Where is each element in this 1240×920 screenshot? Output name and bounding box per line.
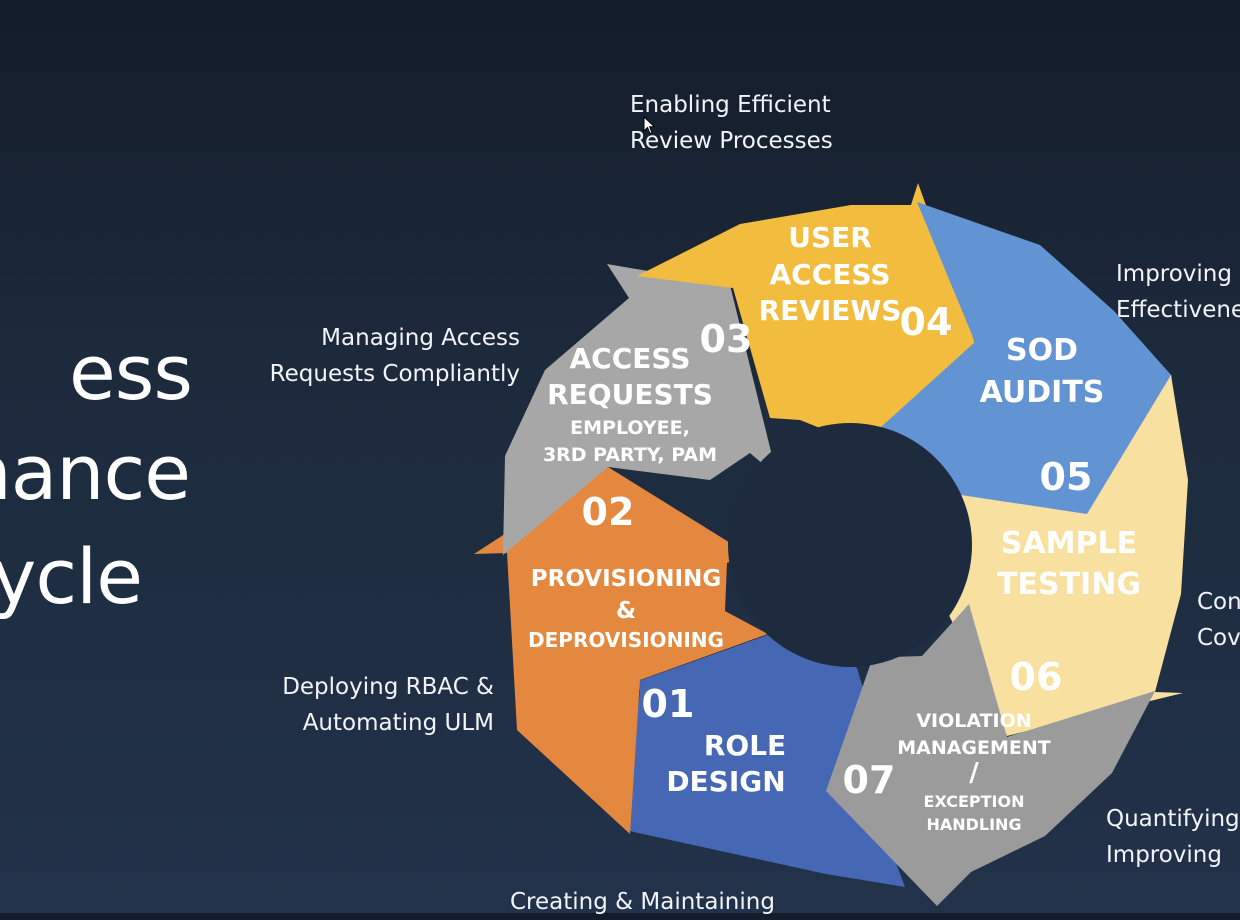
cycle-segment-06 bbox=[935, 375, 1188, 736]
caption-line: Cov bbox=[1197, 625, 1240, 651]
cycle-segment-07 bbox=[826, 604, 1155, 906]
segment-label-05: SOD bbox=[1006, 333, 1078, 368]
segment-number-07: 07 bbox=[843, 758, 896, 802]
caption-line: Creating & Maintaining bbox=[510, 889, 775, 915]
cycle-segment-05 bbox=[860, 202, 1172, 515]
segment-label-06: SAMPLE bbox=[1001, 526, 1137, 561]
title-line-1: ess bbox=[69, 328, 193, 417]
segment-label-03: ACCESS bbox=[570, 342, 691, 375]
segment-label-07: HANDLING bbox=[926, 815, 1021, 834]
caption-line: Deploying RBAC & bbox=[282, 674, 494, 700]
mouse-cursor-icon bbox=[643, 116, 656, 135]
caption-user-access-reviews: Enabling Efficient Review Processes bbox=[630, 87, 833, 159]
segment-label-07: MANAGEMENT bbox=[897, 737, 1051, 759]
caption-line: Review Processes bbox=[630, 128, 833, 154]
cycle-center-hole bbox=[728, 423, 972, 667]
cycle-segment-03 bbox=[503, 264, 777, 555]
segment-label-06: TESTING bbox=[997, 567, 1141, 602]
cycle-segment-01 bbox=[625, 627, 905, 887]
caption-line: Quantifying bbox=[1106, 806, 1240, 832]
segment-label-03: 3RD PARTY, PAM bbox=[543, 444, 717, 466]
caption-line: Automating ULM bbox=[302, 710, 494, 736]
caption-line: Managing Access bbox=[321, 325, 520, 351]
segment-label-01: ROLE bbox=[704, 729, 786, 762]
segment-label-04: ACCESS bbox=[770, 258, 891, 291]
segment-label-07: EXCEPTION bbox=[924, 792, 1025, 811]
segment-number-06: 06 bbox=[1010, 655, 1063, 699]
segment-label-07: VIOLATION bbox=[916, 710, 1031, 732]
caption-line: Improving bbox=[1106, 842, 1222, 868]
segment-label-03: EMPLOYEE, bbox=[570, 417, 690, 439]
title-line-2: nance bbox=[0, 428, 191, 517]
segment-number-02: 02 bbox=[582, 490, 635, 534]
caption-violation-management: Quantifying Improving bbox=[1106, 801, 1240, 873]
segment-number-01: 01 bbox=[642, 682, 695, 726]
segment-number-05: 05 bbox=[1040, 455, 1093, 499]
segment-label-05: AUDITS bbox=[980, 375, 1105, 410]
cycle-segment-02 bbox=[474, 467, 768, 834]
segment-label-02: DEPROVISIONING bbox=[528, 628, 724, 652]
caption-provisioning: Deploying RBAC & Automating ULM bbox=[282, 669, 494, 741]
segment-number-03: 03 bbox=[700, 317, 753, 361]
segment-label-02: & bbox=[616, 598, 636, 624]
segment-label-04: REVIEWS bbox=[759, 294, 902, 327]
segment-label-01: DESIGN bbox=[666, 765, 785, 798]
caption-sample-testing: Con Cov bbox=[1197, 584, 1240, 656]
caption-line: Effectivene bbox=[1116, 297, 1240, 323]
segment-label-03: REQUESTS bbox=[547, 378, 713, 411]
cycle-segment-04 bbox=[637, 183, 975, 451]
caption-role-design: Creating & Maintaining bbox=[510, 884, 775, 920]
segment-label-07: / bbox=[969, 758, 979, 788]
segment-label-04: USER bbox=[788, 221, 872, 254]
caption-line: Requests Compliantly bbox=[269, 361, 520, 387]
segment-number-04: 04 bbox=[900, 300, 953, 344]
caption-line: Enabling Efficient bbox=[630, 92, 831, 118]
caption-access-requests: Managing Access Requests Compliantly bbox=[270, 320, 520, 392]
segment-label-02: PROVISIONING bbox=[531, 566, 721, 592]
caption-line: Improving bbox=[1116, 261, 1232, 287]
caption-sod-audits: Improving Effectivene bbox=[1116, 256, 1240, 328]
caption-line: Con bbox=[1197, 589, 1240, 615]
title-line-3: ycle bbox=[0, 532, 143, 621]
